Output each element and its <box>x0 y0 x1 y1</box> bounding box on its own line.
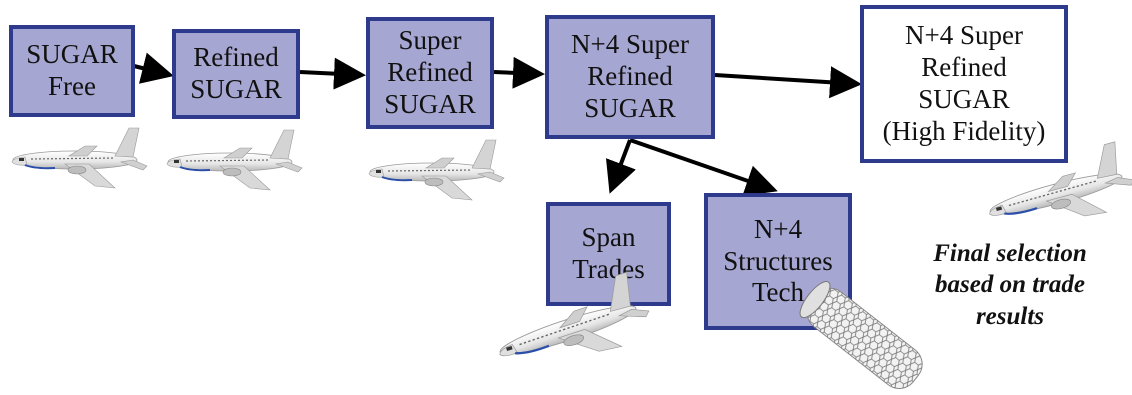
arrow-refined-to-super <box>299 57 366 90</box>
box-span-trades-label: Span Trades <box>572 222 645 284</box>
box-refined-sugar: Refined SUGAR <box>172 29 300 119</box>
box-super-refined-sugar: Super Refined SUGAR <box>366 17 494 129</box>
airplane-icon <box>368 139 505 201</box>
box-structures-tech-label: N+4 Structures Tech <box>723 213 833 308</box>
box-sugar-free-label: SUGAR Free <box>26 39 118 101</box>
airplane-icon <box>166 129 303 191</box>
box-high-fidelity-label: N+4 Super Refined SUGAR (High Fidelity) <box>882 20 1046 146</box>
arrow-n4-to-span <box>605 139 636 194</box>
box-super-refined-sugar-label: Super Refined SUGAR <box>384 25 476 119</box>
airplane-icon <box>486 268 658 385</box>
box-n4-super-refined-sugar: N+4 Super Refined SUGAR <box>545 15 715 139</box>
carbon-nanotube-icon <box>799 281 923 389</box>
arrow-n4-to-highfidelity <box>714 66 862 99</box>
arrow-super-to-n4 <box>493 56 545 89</box>
box-refined-sugar-label: Refined SUGAR <box>190 42 282 104</box>
arrow-free-to-refined <box>133 52 174 84</box>
box-high-fidelity: N+4 Super Refined SUGAR (High Fidelity) <box>860 5 1068 163</box>
box-span-trades: Span Trades <box>546 202 671 306</box>
airplane-icon <box>978 138 1132 243</box>
final-selection-note: Final selection based on trade results <box>933 240 1087 330</box>
arrow-n4-to-structures <box>629 138 778 196</box>
box-n4-super-refined-sugar-label: N+4 Super Refined SUGAR <box>571 29 689 123</box>
box-sugar-free: SUGAR Free <box>9 25 135 117</box>
airplane-icon <box>11 127 148 189</box>
